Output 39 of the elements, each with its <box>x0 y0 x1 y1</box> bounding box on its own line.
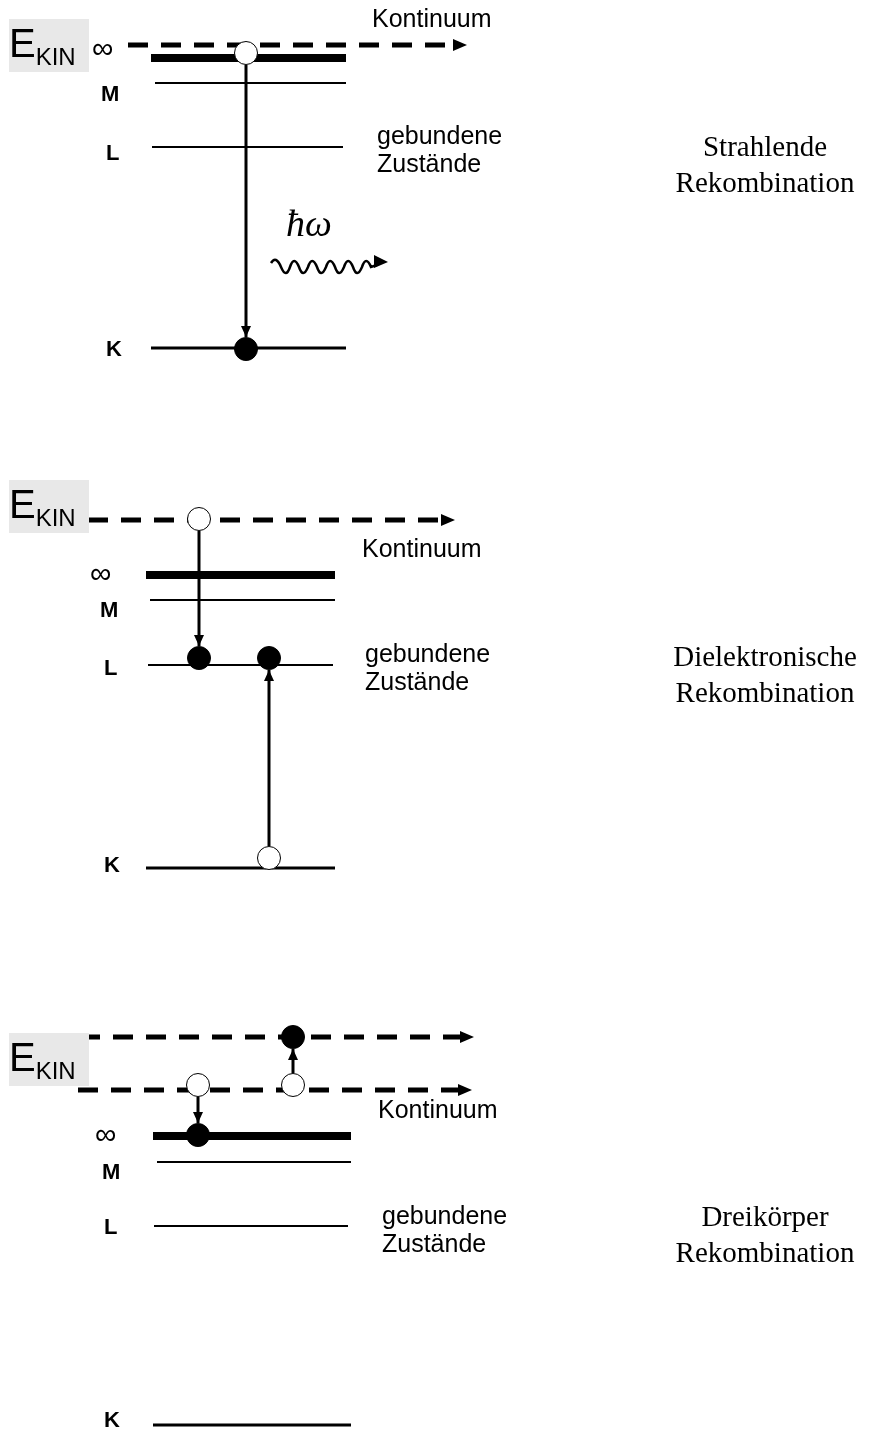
empty-hole-circle <box>187 507 211 531</box>
region-label: gebundene Zustände <box>377 122 504 177</box>
filled-electron-circle <box>187 646 211 670</box>
filled-electron-circle <box>257 646 281 670</box>
energy-axis-label: E$_{KIN}$ <box>9 1033 89 1086</box>
filled-electron-circle <box>281 1025 305 1049</box>
shell-label: L <box>104 656 118 681</box>
process-title: Dielektronische Rekombination <box>672 639 858 711</box>
filled-electron-circle <box>234 337 258 361</box>
process-title: Strahlende Rekombination <box>674 129 856 201</box>
empty-hole-circle <box>234 41 258 65</box>
region-label: gebundene Zustände <box>382 1202 509 1257</box>
region-label: gebundene Zustände <box>365 640 492 695</box>
empty-hole-circle <box>281 1073 305 1097</box>
energy-axis-label: E$_{KIN}$ <box>9 19 89 72</box>
region-label: Kontinuum <box>362 535 482 563</box>
region-label: Kontinuum <box>378 1096 498 1124</box>
process-title: Dreikörper Rekombination <box>674 1199 856 1271</box>
transition-arrow <box>193 1097 203 1123</box>
empty-hole-circle <box>186 1073 210 1097</box>
shell-label: M <box>101 82 120 107</box>
transition-arrow <box>194 531 204 646</box>
shell-label: K <box>104 1408 120 1433</box>
shell-label: M <box>102 1160 121 1185</box>
empty-hole-circle <box>257 846 281 870</box>
transition-arrow <box>241 65 251 337</box>
energy-axis-label: E$_{KIN}$ <box>9 480 89 533</box>
infinity-label: ∞ <box>92 33 114 63</box>
photon-energy-label: ħω <box>286 204 332 242</box>
shell-label: L <box>104 1215 118 1240</box>
shell-label: K <box>106 337 122 362</box>
shell-label: L <box>106 141 120 166</box>
infinity-label: ∞ <box>95 1119 117 1149</box>
transition-arrow <box>288 1049 298 1073</box>
transition-arrow <box>264 670 274 846</box>
region-label: Kontinuum <box>372 5 492 33</box>
shell-label: M <box>100 598 119 623</box>
shell-label: K <box>104 853 120 878</box>
infinity-label: ∞ <box>90 558 112 588</box>
